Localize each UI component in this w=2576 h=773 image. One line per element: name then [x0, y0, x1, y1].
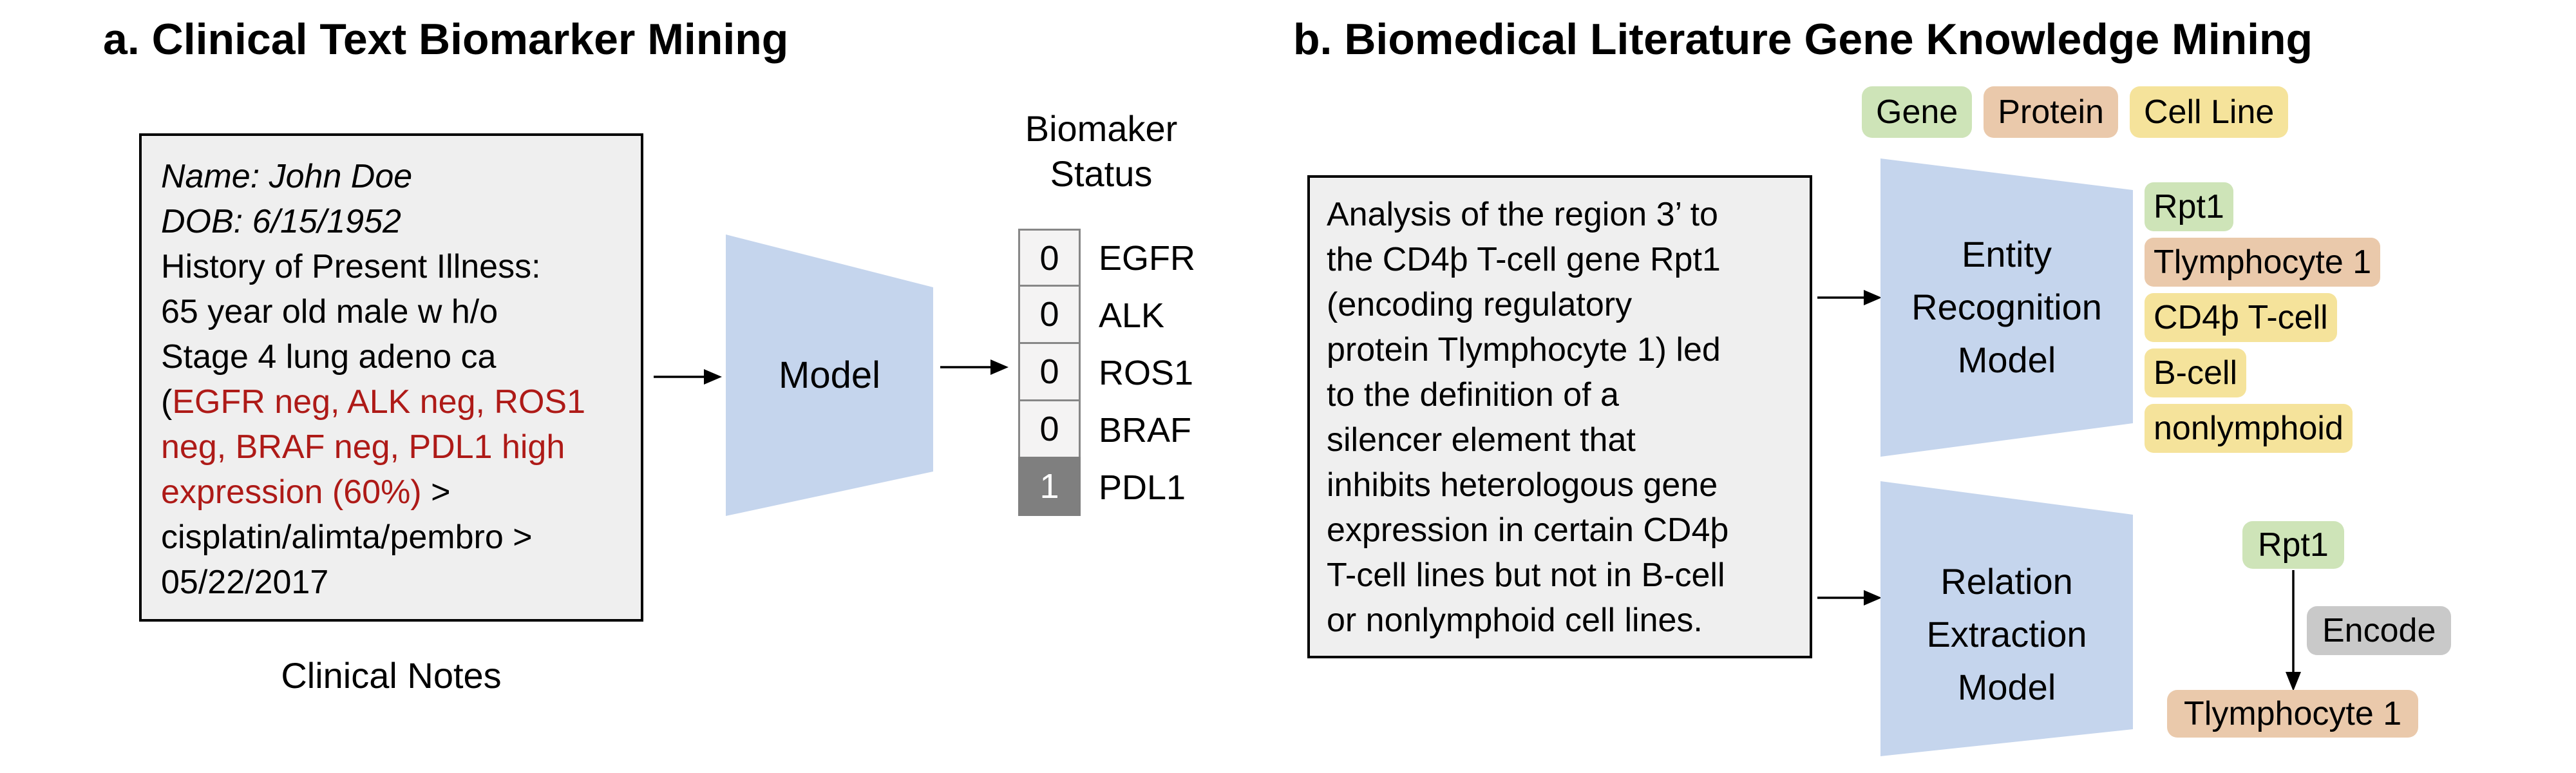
clinical-note-line: 05/22/2017: [161, 560, 641, 605]
biomarker-gene-label: ROS1: [1099, 353, 1194, 392]
panel-b-title: b. Biomedical Literature Gene Knowledge …: [1293, 15, 2313, 64]
biomarker-gene-label: EGFR: [1099, 238, 1196, 278]
model-label: Model: [779, 354, 880, 396]
clinical-note-segment: 05/22/2017: [161, 564, 329, 601]
arrow-right-icon: [940, 359, 1009, 375]
biomarker-row: 0 ROS1: [1018, 342, 1195, 401]
article-lines: Analysis of the region 3’ to the CD4þ T-c…: [1310, 178, 1810, 643]
clinical-note-segment: Name: John Doe: [161, 158, 413, 195]
clinical-notes-caption: Clinical Notes: [281, 655, 502, 696]
clinical-note-line: (EGFR neg, ALK neg, ROS1: [161, 379, 641, 425]
clinical-note-line: DOB: 6/15/1952: [161, 199, 641, 244]
legend-chip-protein: Protein: [1984, 86, 2118, 138]
biomarker-row: 0 BRAF: [1018, 399, 1195, 459]
clinical-note-segment: neg, BRAF neg, PDL1 high: [161, 428, 565, 466]
arrow-right-icon: [1817, 590, 1882, 606]
article-line: or nonlymphoid cell lines.: [1327, 602, 1703, 639]
relation-subject-chip: Rpt1: [2242, 521, 2344, 569]
clinical-note-line: 65 year old male w h/o: [161, 289, 641, 334]
biomarker-header-line1: Biomaker: [1025, 108, 1178, 149]
panel-a-title: a. Clinical Text Biomarker Mining: [103, 15, 789, 64]
clinical-note-line: cisplatin/alimta/pembro >: [161, 515, 641, 560]
entity-recognition-label-line: Recognition: [1911, 287, 2102, 327]
clinical-note-segment: 65 year old male w h/o: [161, 293, 498, 330]
entity-chip: B-cell: [2145, 348, 2247, 397]
model-trapezoid: [726, 234, 933, 516]
article-line: (encoding regulatory: [1327, 286, 1633, 323]
entity-chip: CD4þ T-cell: [2145, 293, 2337, 342]
relation-extraction-label-line: Extraction: [1926, 614, 2087, 654]
arrow-right-icon: [654, 369, 722, 385]
clinical-note-segment: EGFR neg, ALK neg, ROS1: [172, 383, 585, 421]
clinical-note-segment: expression (60%): [161, 473, 422, 511]
clinical-note-segment: cisplatin/alimta/pembro >: [161, 519, 533, 556]
relation-extraction-trapezoid: [1880, 481, 2133, 756]
biomarker-value-cell: 1: [1018, 457, 1081, 516]
legend-chip-cellline: Cell Line: [2129, 86, 2289, 138]
article-line: silencer element that: [1327, 421, 1636, 459]
biomarker-gene-label: BRAF: [1099, 410, 1192, 450]
article-line: to the definition of a: [1327, 376, 1619, 414]
entity-recognition-label-line: Model: [1957, 339, 2056, 380]
biomarker-gene-label: ALK: [1099, 296, 1165, 335]
article-line: inhibits heterologous gene: [1327, 466, 1718, 504]
biomarker-value-cell: 0: [1018, 342, 1081, 401]
biomarker-gene-label: PDL1: [1099, 468, 1186, 507]
arrow-down-icon: [2286, 570, 2301, 691]
article-text-box: Analysis of the region 3’ to the CD4þ T-c…: [1307, 175, 1812, 658]
entity-chip: nonlymphoid: [2145, 404, 2353, 453]
biomarker-row: 0 ALK: [1018, 285, 1195, 344]
article-line: protein Tlymphocyte 1) led: [1327, 331, 1721, 368]
arrow-right-icon: [1817, 290, 1882, 305]
relation-extraction-label-line: Model: [1957, 667, 2056, 707]
clinical-note-line: expression (60%) >: [161, 470, 641, 515]
article-line: the CD4þ T-cell gene Rpt1: [1327, 241, 1721, 278]
entity-chip: Tlymphocyte 1: [2145, 238, 2381, 287]
clinical-note-line: Name: John Doe: [161, 154, 641, 199]
relation-extraction-label-line: Relation: [1940, 561, 2073, 602]
clinical-note-segment: (: [161, 383, 173, 421]
biomarker-row: 1 PDL1: [1018, 457, 1195, 516]
biomarker-row: 0 EGFR: [1018, 228, 1196, 288]
clinical-note-line: Stage 4 lung adeno ca: [161, 334, 641, 379]
article-line: Analysis of the region 3’ to: [1327, 196, 1718, 233]
biomarker-status-header: Biomaker Status: [1005, 106, 1198, 196]
clinical-note-segment: History of Present Illness:: [161, 248, 541, 285]
relation-extraction-label: Relation Extraction Model: [1880, 555, 2133, 714]
clinical-note-segment: >: [421, 473, 451, 511]
clinical-note-segment: DOB: 6/15/1952: [161, 203, 401, 240]
clinical-note-segment: Stage 4 lung adeno ca: [161, 338, 497, 376]
legend-chip-gene: Gene: [1862, 86, 1973, 138]
entity-recognition-label-line: Entity: [1961, 234, 2052, 274]
entity-recognition-label: Entity Recognition Model: [1880, 228, 2133, 386]
relation-object-chip: Tlymphocyte 1: [2167, 690, 2419, 738]
clinical-note-line: History of Present Illness:: [161, 244, 641, 289]
entity-chip: Rpt1: [2145, 182, 2233, 231]
biomarker-header-line2: Status: [1050, 153, 1153, 194]
article-line: expression in certain CD4þ: [1327, 511, 1729, 549]
biomarker-value-cell: 0: [1018, 399, 1081, 459]
relation-predicate-chip: Encode: [2307, 606, 2452, 655]
clinical-note-line: neg, BRAF neg, PDL1 high: [161, 425, 641, 470]
biomarker-value-cell: 0: [1018, 228, 1081, 288]
entity-recognition-trapezoid: [1880, 158, 2133, 457]
article-line: T-cell lines but not in B-cell: [1327, 557, 1725, 594]
biomarker-value-cell: 0: [1018, 285, 1081, 344]
